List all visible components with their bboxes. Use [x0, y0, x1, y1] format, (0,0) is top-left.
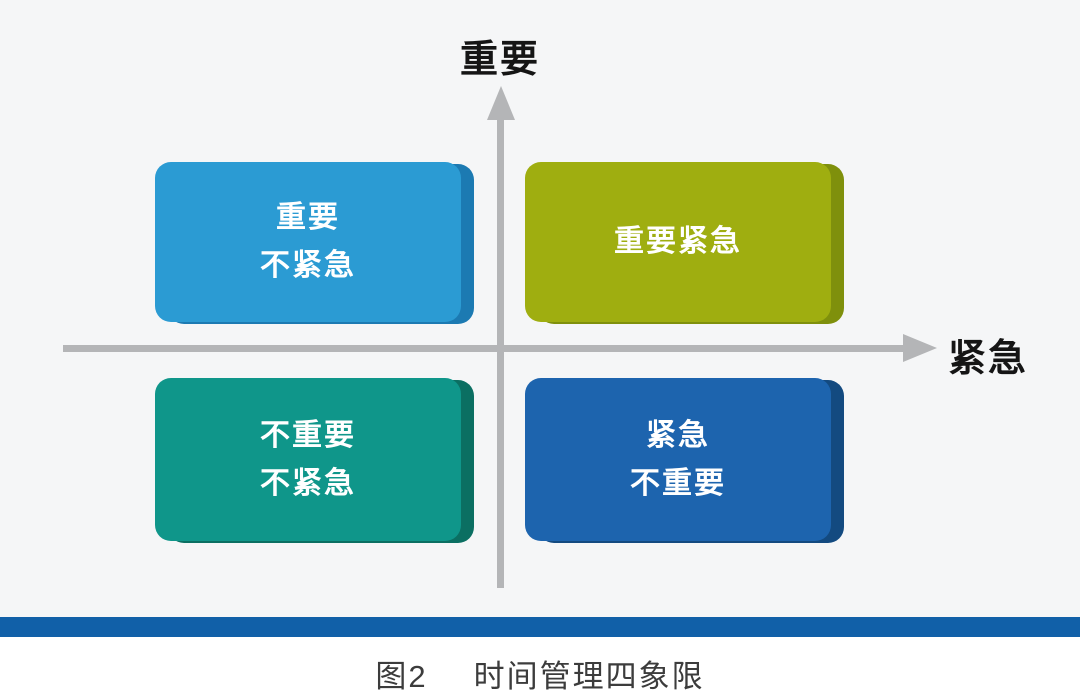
quadrant-label-line: 不重要	[260, 418, 356, 452]
diagram-area: 重要 紧急 重要 不紧急 重要紧急 不重要 不紧急 紧急 不重要	[63, 39, 1029, 588]
caption-area: 图2 时间管理四象限	[0, 637, 1080, 699]
quadrant-not-important-not-urgent: 不重要 不紧急	[155, 378, 461, 541]
quadrant-important-not-urgent: 重要 不紧急	[155, 162, 461, 322]
y-axis-label: 重要	[459, 39, 540, 81]
quadrant-label-line: 不重要	[630, 466, 726, 500]
figure-caption: 图2 时间管理四象限	[375, 641, 704, 696]
quadrant-label-line: 不紧急	[260, 249, 356, 282]
quadrant-important-urgent: 重要紧急	[525, 162, 831, 322]
x-axis-arrow-right-icon	[903, 334, 937, 362]
figure-caption-number: 图2	[375, 658, 428, 694]
x-axis-label: 紧急	[948, 338, 1029, 380]
y-axis-arrow-up-icon	[487, 86, 515, 120]
quadrant-label-line: 紧急	[646, 418, 710, 452]
quadrant-urgent-not-important: 紧急 不重要	[525, 378, 831, 541]
divider-bar	[0, 617, 1080, 637]
quadrant-label-line: 重要紧急	[614, 225, 742, 258]
quadrant-label-line: 不紧急	[260, 466, 356, 500]
quadrant-label-line: 重要	[276, 201, 340, 234]
x-axis-line	[63, 345, 908, 352]
figure-caption-title: 时间管理四象限	[473, 658, 705, 694]
